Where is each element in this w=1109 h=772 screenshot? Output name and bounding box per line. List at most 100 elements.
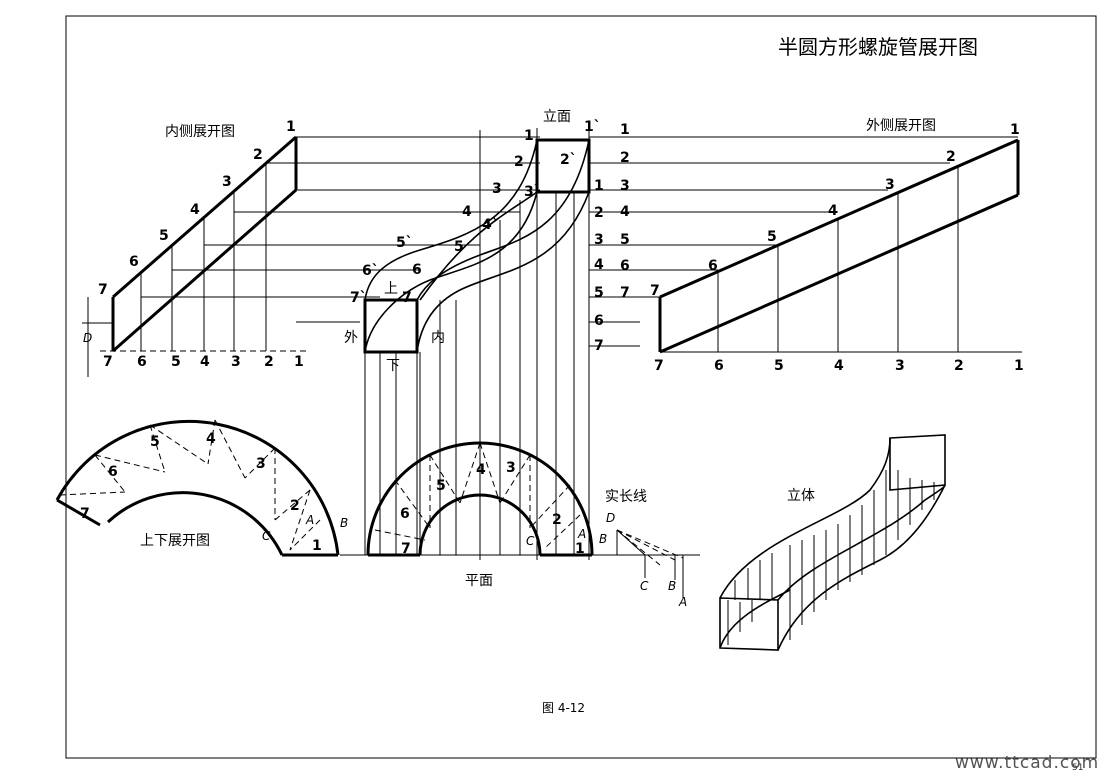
number-label: 7 bbox=[80, 506, 90, 522]
number-label: 3 bbox=[506, 460, 516, 476]
number-label: 4 bbox=[834, 358, 844, 374]
number-label: D bbox=[606, 511, 615, 525]
number-label: 4 bbox=[620, 204, 630, 220]
number-label: 4` bbox=[482, 217, 499, 233]
number-label: 5 bbox=[171, 354, 181, 370]
number-label: 2` bbox=[560, 152, 577, 168]
number-label: 5 bbox=[454, 239, 464, 255]
number-label: A bbox=[305, 513, 314, 527]
number-label: C bbox=[262, 529, 271, 543]
number-label: 7 bbox=[402, 290, 412, 306]
number-label: 3 bbox=[620, 178, 630, 194]
number-label: 3 bbox=[231, 354, 241, 370]
number-label: 7 bbox=[98, 282, 108, 298]
elevation-label: 立面 bbox=[543, 109, 571, 125]
outer-unfold-view: 外侧展开图 1 2 3 4 5 6 7 7 6 5 4 3 2 1 bbox=[650, 118, 1024, 374]
solid-3d-view: 立体 bbox=[719, 434, 946, 651]
inner-unfold-view: 内侧展开图 D 1 2 3 4 5 6 7 7 6 5 4 3 2 1 bbox=[82, 119, 306, 377]
number-label: 2 bbox=[946, 149, 956, 165]
number-label: A bbox=[678, 595, 687, 609]
true-length-label: 实长线 bbox=[605, 489, 647, 505]
number-label: 6 bbox=[714, 358, 724, 374]
number-label: 2 bbox=[954, 358, 964, 374]
number-label: 4 bbox=[200, 354, 210, 370]
number-label: 3 bbox=[895, 358, 905, 374]
number-label: 6 bbox=[620, 258, 630, 274]
number-label: 3 bbox=[594, 232, 604, 248]
number-label: C bbox=[526, 534, 535, 548]
solid-label: 立体 bbox=[787, 488, 815, 504]
number-label: 4 bbox=[206, 431, 216, 447]
number-label: B bbox=[668, 579, 676, 593]
number-label: 2 bbox=[620, 150, 630, 166]
number-label: A bbox=[577, 527, 586, 541]
label-outer: 外 bbox=[344, 330, 358, 346]
number-label: 2 bbox=[253, 147, 263, 163]
number-label: 5 bbox=[150, 434, 160, 450]
projection-lines-right bbox=[589, 136, 1018, 347]
true-length-view: 实长线 C B A bbox=[605, 489, 687, 609]
number-label: 1 bbox=[286, 119, 296, 135]
number-label: 3 bbox=[492, 181, 502, 197]
number-label: 6 bbox=[137, 354, 147, 370]
number-label: 4 bbox=[190, 202, 200, 218]
number-label: 3 bbox=[256, 456, 266, 472]
number-label: B bbox=[340, 516, 348, 530]
number-label: 1` bbox=[584, 119, 601, 135]
number-label: 1 bbox=[575, 541, 585, 557]
plan-label: 平面 bbox=[465, 573, 493, 589]
outer-frame bbox=[65, 15, 1097, 759]
number-label: 7` bbox=[350, 290, 367, 306]
number-label: 3` bbox=[524, 184, 541, 200]
number-label: 1 bbox=[312, 538, 322, 554]
number-label: 5 bbox=[774, 358, 784, 374]
top-bottom-unfold-view: 5 4 6 3 2 7 1 A B C 上下展开图 bbox=[55, 419, 348, 557]
number-label: 6` bbox=[362, 263, 379, 279]
number-label: 6 bbox=[412, 262, 422, 278]
number-label: 5` bbox=[396, 235, 413, 251]
watermark: www.ttcad.com bbox=[955, 753, 1099, 772]
dim-D: D bbox=[83, 331, 92, 345]
number-label: 3 bbox=[885, 177, 895, 193]
figure-caption: 图 4-12 bbox=[542, 701, 585, 715]
number-label: 2 bbox=[552, 512, 562, 528]
top-bottom-unfold-label: 上下展开图 bbox=[140, 533, 210, 549]
number-label: 5 bbox=[159, 228, 169, 244]
number-label: 5 bbox=[620, 232, 630, 248]
number-label: 7 bbox=[103, 354, 113, 370]
number-label: 1 bbox=[524, 128, 534, 144]
number-label: 4 bbox=[594, 257, 604, 273]
elevation-view: 立面 1 1` 2 2` bbox=[344, 109, 604, 560]
number-label: 7 bbox=[401, 541, 411, 557]
inner-unfold-label: 内侧展开图 bbox=[165, 124, 235, 140]
number-label: 6 bbox=[708, 258, 718, 274]
number-label: 5 bbox=[767, 229, 777, 245]
number-label: 7 bbox=[654, 358, 664, 374]
number-label: B bbox=[599, 532, 607, 546]
number-label: 2 bbox=[290, 498, 300, 514]
number-label: 1 bbox=[620, 122, 630, 138]
outer-unfold-label: 外侧展开图 bbox=[866, 118, 936, 134]
label-down: 下 bbox=[386, 358, 400, 374]
number-label: 1 bbox=[594, 178, 604, 194]
number-label: 7 bbox=[650, 283, 660, 299]
number-label: 1 bbox=[294, 354, 304, 370]
label-inner: 内 bbox=[431, 330, 445, 346]
plan-view: 4 3 5 6 2 7 1 C A B D 平面 bbox=[340, 441, 700, 589]
number-label: 4 bbox=[828, 203, 838, 219]
label-up: 上 bbox=[384, 281, 398, 297]
number-label: 6 bbox=[108, 464, 118, 480]
title: 半圆方形螺旋管展开图 bbox=[778, 35, 978, 59]
number-label: 6 bbox=[594, 313, 604, 329]
number-label: 2 bbox=[514, 154, 524, 170]
number-label: 4 bbox=[462, 204, 472, 220]
corner-mark: 51 bbox=[1072, 763, 1083, 772]
number-label: 2 bbox=[264, 354, 274, 370]
number-label: 2 bbox=[594, 205, 604, 221]
number-label: 6 bbox=[129, 254, 139, 270]
number-label: 5 bbox=[436, 478, 446, 494]
number-label: C bbox=[640, 579, 649, 593]
number-label: 7 bbox=[620, 285, 630, 301]
number-label: 1 bbox=[1014, 358, 1024, 374]
